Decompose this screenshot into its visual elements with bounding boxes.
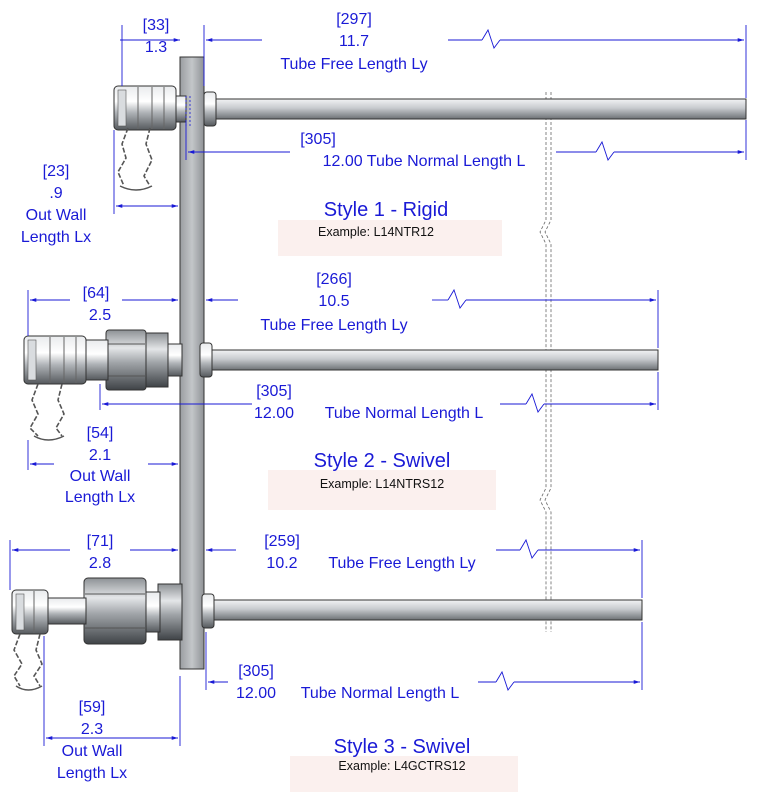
style3-example-box	[290, 756, 518, 792]
style3-outwall-mm: [59]	[79, 699, 106, 716]
style1-fitting	[113, 85, 747, 191]
style1-normal-mm: [305]	[300, 131, 336, 148]
style2-chain	[29, 383, 65, 437]
style3-outwall-label1: Out Wall	[62, 743, 123, 760]
style2-tube	[209, 349, 659, 371]
style2-outwall-label1: Out Wall	[70, 468, 131, 485]
style1-top-mm: [33]	[143, 17, 170, 34]
style1-outwall-label1: Out Wall	[26, 207, 87, 224]
style3-outwall-label2: Length Lx	[57, 765, 127, 782]
style1-dimensions	[113, 25, 747, 214]
style2-outwall-mm: [54]	[87, 425, 114, 442]
style2-title: Style 2 - Swivel	[314, 450, 451, 472]
style1-outwall-label2: Length Lx	[21, 229, 91, 246]
style1-outwall-mm: [23]	[43, 163, 70, 180]
style3-free-in: 10.2	[266, 555, 297, 572]
style2-example-box	[268, 470, 496, 510]
style3-normal-mm: [305]	[238, 663, 274, 680]
style3-normal-in: 12.00	[236, 685, 276, 702]
style3-normal-label: Tube Normal Length L	[301, 685, 460, 702]
style2-top-mm: [64]	[83, 285, 110, 302]
style2-normal-label: Tube Normal Length L	[325, 405, 484, 422]
style2-top-in: 2.5	[89, 307, 111, 324]
style3-tube	[211, 599, 643, 621]
style2-outwall-label2: Length Lx	[65, 489, 135, 506]
style3-example: Example: L4GCTRS12	[338, 759, 465, 773]
style1-free-in: 11.7	[339, 33, 369, 50]
style3-chain	[13, 633, 43, 687]
style3-free-mm: [259]	[264, 533, 300, 550]
style1-example-box	[278, 220, 502, 256]
style3-fitting	[11, 577, 643, 691]
style1-outwall-in: .9	[49, 185, 62, 202]
style1-free-mm: [297]	[336, 11, 372, 28]
style1-title: Style 1 - Rigid	[324, 199, 449, 221]
style1-example: Example: L14NTR12	[318, 225, 434, 239]
style2-normal-mm: [305]	[256, 383, 292, 400]
style1-top-in: 1.3	[145, 39, 167, 56]
style2-normal-in: 12.00	[254, 405, 294, 422]
style3-top-mm: [71]	[87, 533, 114, 550]
style2-free-mm: [266]	[316, 271, 352, 288]
style1-tube	[213, 98, 747, 120]
style3-free-label: Tube Free Length Ly	[328, 555, 475, 572]
style3-title: Style 3 - Swivel	[334, 736, 471, 758]
style3-outwall-in: 2.3	[81, 721, 103, 738]
style3-dimensions	[9, 538, 643, 746]
style1-free-label: Tube Free Length Ly	[280, 56, 427, 73]
style2-outwall-in: 2.1	[89, 447, 111, 464]
style2-fitting	[23, 329, 659, 441]
style1-normal-text: 12.00 Tube Normal Length L	[323, 153, 526, 170]
style2-free-label: Tube Free Length Ly	[260, 317, 407, 334]
style2-dimensions	[27, 288, 659, 470]
style1-chain	[117, 127, 153, 187]
style3-top-in: 2.8	[89, 555, 111, 572]
style2-example: Example: L14NTRS12	[320, 477, 444, 491]
style2-free-in: 10.5	[318, 293, 349, 310]
